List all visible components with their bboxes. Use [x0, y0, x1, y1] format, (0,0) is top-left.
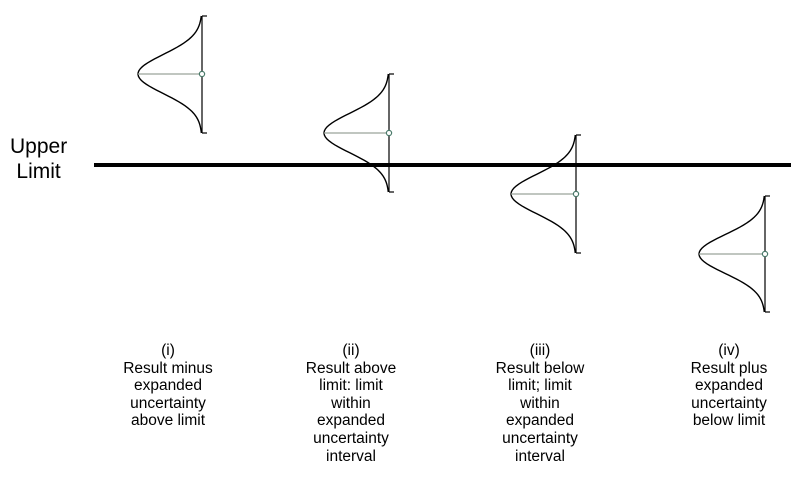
case-text-line: Result below [495, 359, 585, 377]
case-text-line: uncertainty [130, 394, 206, 412]
case-numeral: (i) [161, 342, 175, 359]
case-text-line: uncertainty [691, 394, 767, 412]
case-text-line: limit: limit [319, 377, 383, 395]
case-text-line: expanded [694, 377, 764, 395]
result-marker [385, 129, 393, 137]
case-text-line: expanded [133, 377, 203, 395]
distribution-i [137, 15, 207, 134]
case-text-line: limit; limit [508, 377, 572, 395]
distribution-iv [698, 195, 770, 313]
case-text-line: Result minus [123, 359, 213, 377]
upper-limit-label-line-1: Upper [10, 135, 68, 158]
case-label-ii: (ii) Result above limit: limit within ex… [276, 342, 426, 465]
case-text-line: Result plus [690, 359, 768, 377]
result-marker [198, 70, 206, 78]
case-text-line: expanded [505, 412, 575, 430]
case-text-line: within [331, 394, 371, 412]
result-marker [572, 190, 580, 198]
upper-limit-label: Upper Limit [10, 134, 67, 184]
case-text-line: Result above [305, 359, 397, 377]
case-numeral: (iv) [718, 342, 740, 359]
case-text-line: expanded [316, 412, 386, 430]
result-marker [761, 250, 769, 258]
case-label-i: (i) Result minus expanded uncertainty ab… [93, 342, 243, 430]
case-text-line: uncertainty [502, 429, 578, 447]
case-text-line: above limit [130, 412, 206, 430]
case-text-line: interval [326, 447, 376, 465]
upper-limit-label-line-2: Limit [16, 160, 61, 183]
case-label-iv: (iv) Result plus expanded uncertainty be… [654, 342, 791, 430]
distribution-iii [510, 134, 581, 254]
distribution-ii [323, 73, 394, 193]
case-text-line: interval [515, 447, 565, 465]
case-text-line: within [520, 394, 560, 412]
case-numeral: (ii) [342, 342, 360, 359]
case-text-line: uncertainty [313, 429, 389, 447]
case-text-line: below limit [692, 412, 766, 430]
case-numeral: (iii) [529, 342, 551, 359]
case-label-iii: (iii) Result below limit; limit within e… [465, 342, 615, 465]
